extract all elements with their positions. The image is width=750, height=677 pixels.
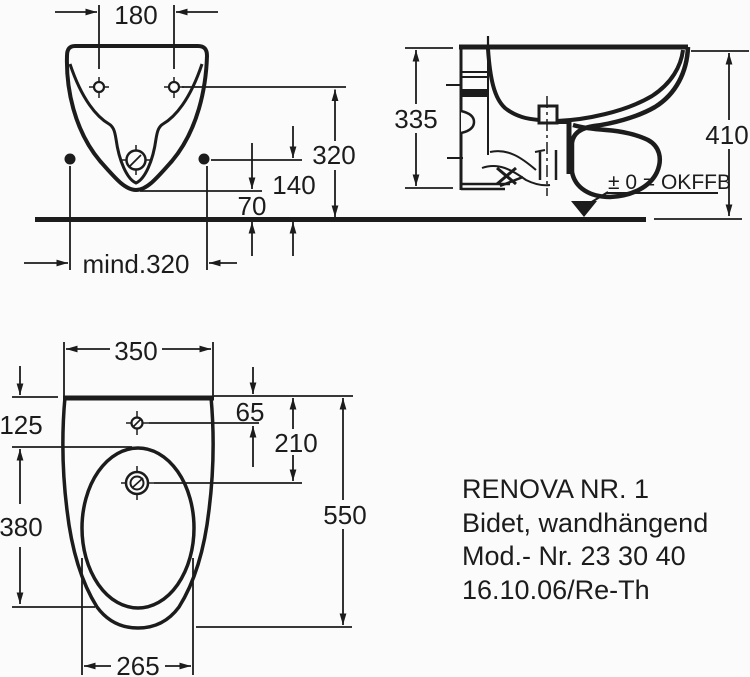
product-type: Bidet, wandhängend [462, 507, 709, 538]
product-name: RENOVA NR. 1 [462, 474, 650, 504]
plan-view: 350 125 380 65 210 [0, 336, 368, 677]
front-mount-hole-right [164, 77, 184, 98]
dim-min-width: mind.320 [24, 166, 237, 279]
dim-label-550: 550 [323, 500, 366, 530]
dim-label-65: 65 [236, 397, 265, 427]
model-number: Mod.- Nr. 23 30 40 [462, 541, 686, 571]
revision-date: 16.10.06/Re-Th [462, 574, 650, 605]
side-bracket-notch [460, 109, 476, 135]
dim-label-320: 320 [312, 140, 355, 170]
dim-label-125: 125 [0, 410, 43, 440]
side-trap-detail [481, 149, 558, 187]
front-inner-rim [68, 63, 204, 185]
side-view: 335 410 ± 0 = OKFFB [393, 36, 750, 217]
plan-drain [121, 466, 302, 500]
side-underbelly [569, 122, 662, 200]
dim-label-335: 335 [394, 104, 437, 134]
dim-label-410: 410 [705, 120, 748, 150]
dim-total-height: 410 [691, 50, 750, 216]
dim-label-380: 380 [0, 512, 43, 542]
datum-symbol: ± 0 = OKFFB [571, 171, 731, 217]
floor-line [35, 217, 742, 222]
dim-rim-offset: 125 [0, 366, 132, 448]
dim-label-70: 70 [238, 191, 267, 221]
dim-bowl-length: 380 [0, 449, 95, 608]
dim-clearance: 70 [140, 143, 266, 256]
dim-label-350: 350 [114, 336, 157, 366]
dim-tap-offset: 65 [214, 367, 353, 467]
dim-label-140: 140 [272, 170, 315, 200]
side-basin-inner-right [556, 49, 685, 123]
side-bolt-right [198, 153, 210, 165]
dim-depth: 550 [196, 398, 368, 628]
dim-wall-height: 320 [182, 86, 358, 217]
dim-bowl-width: 265 [81, 558, 194, 677]
plan-inner-bowl [80, 446, 196, 610]
dim-label-min320: mind.320 [83, 249, 190, 279]
dim-drain-offset: 210 [274, 398, 318, 481]
dim-label-210: 210 [274, 428, 317, 458]
dim-bracket-height: 335 [393, 47, 453, 189]
plan-tap-hole [126, 411, 259, 435]
side-basin-inner [486, 48, 540, 122]
side-drain-fitting [537, 104, 559, 125]
front-view: 180 320 140 70 mind.3 [24, 0, 358, 279]
datum-triangle [571, 201, 597, 217]
title-block: RENOVA NR. 1 Bidet, wandhängend Mod.- Nr… [462, 473, 708, 607]
side-outer-front [569, 46, 691, 172]
dim-hole-spacing: 180 [55, 0, 218, 69]
side-bracket-slot [461, 89, 488, 97]
side-bolt-left [64, 153, 76, 165]
dim-drain-height: 140 [211, 126, 316, 256]
dim-label-265: 265 [116, 651, 159, 677]
front-drain-hole [121, 145, 151, 175]
dim-label-180: 180 [114, 0, 157, 30]
datum-label: ± 0 = OKFFB [608, 171, 731, 194]
dim-width: 350 [63, 336, 214, 396]
front-mount-hole-left [89, 77, 109, 98]
